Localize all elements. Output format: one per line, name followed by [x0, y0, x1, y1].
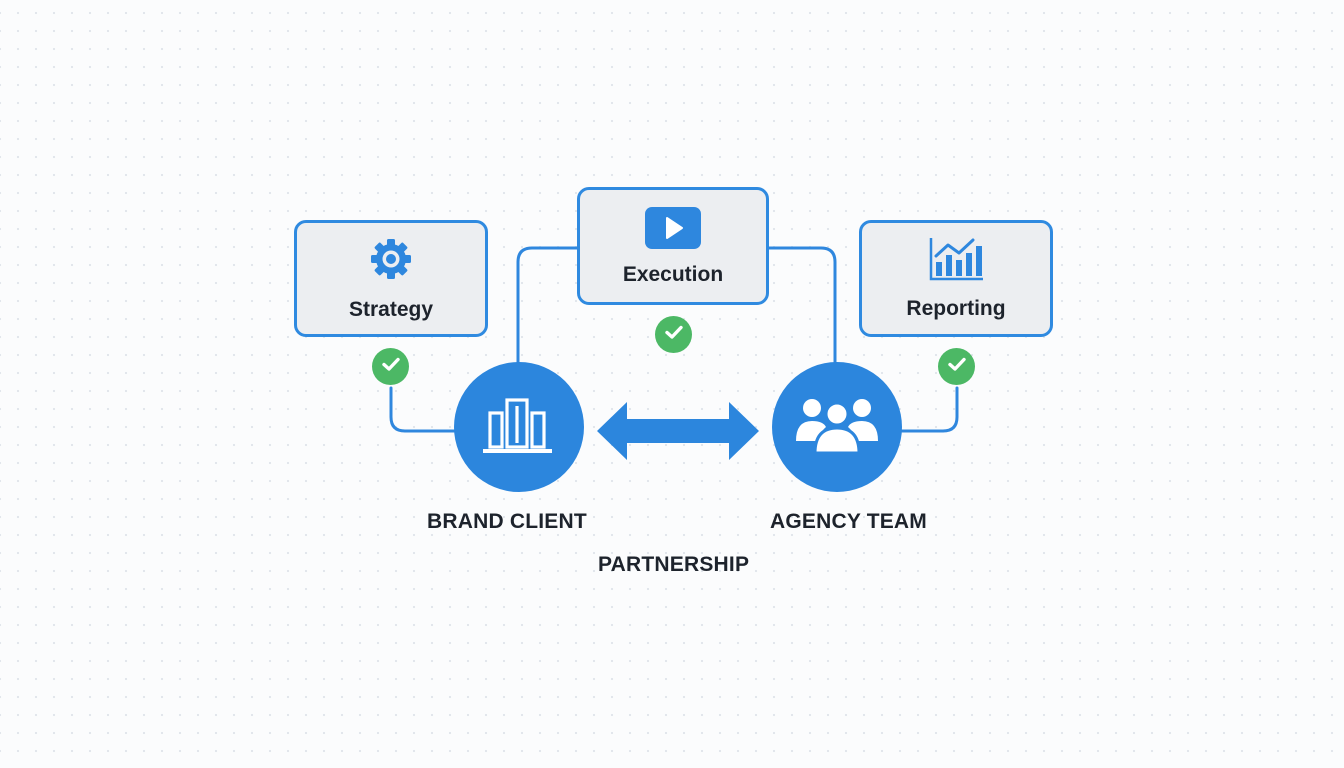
checkmark-icon	[663, 321, 685, 348]
status-badge-execution	[655, 316, 692, 353]
party-node-brand-client[interactable]	[454, 362, 584, 492]
diagram-title: PARTNERSHIP	[598, 553, 750, 576]
party-label-agency-team: AGENCY TEAM	[770, 510, 927, 533]
bar-chart-trend-icon	[927, 236, 985, 287]
connector-reporting-to-agency	[898, 386, 959, 433]
team-people-icon	[795, 397, 879, 458]
gear-icon	[367, 235, 415, 288]
stage-label-execution: Execution	[622, 262, 724, 286]
status-badge-strategy	[372, 348, 409, 385]
stage-card-reporting[interactable]: Reporting	[859, 220, 1053, 337]
party-label-brand-client: BRAND CLIENT	[427, 510, 587, 533]
stage-card-strategy[interactable]: Strategy	[294, 220, 488, 337]
stage-label-strategy: Strategy	[348, 298, 434, 321]
play-icon	[644, 206, 702, 255]
bank-building-icon	[483, 393, 555, 462]
connector-execution-to-brand	[516, 246, 580, 368]
party-node-agency-team[interactable]	[772, 362, 902, 492]
stage-label-reporting: Reporting	[906, 297, 1006, 320]
checkmark-icon	[946, 353, 968, 380]
connector-execution-to-agency	[766, 246, 837, 368]
connector-strategy-to-brand	[389, 386, 458, 433]
checkmark-icon	[380, 353, 402, 380]
status-badge-reporting	[938, 348, 975, 385]
stage-card-execution[interactable]: Execution	[577, 187, 769, 305]
double-arrow-icon	[597, 402, 759, 460]
